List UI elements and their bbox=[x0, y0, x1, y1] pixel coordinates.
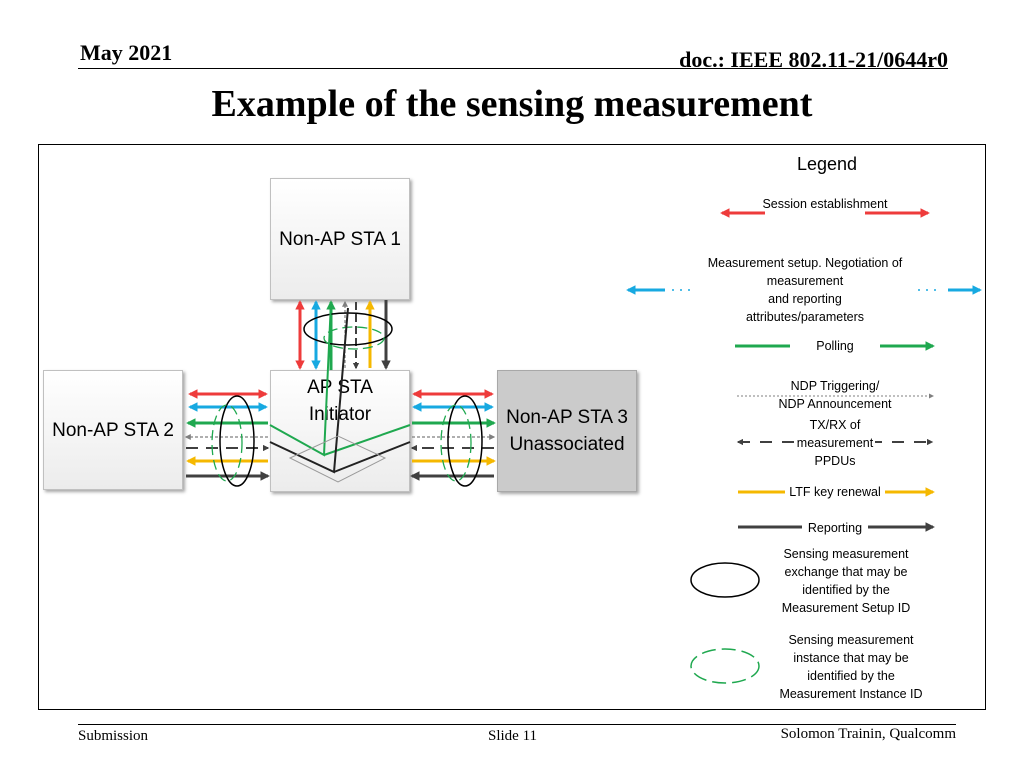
slide-title: Example of the sensing measurement bbox=[211, 83, 813, 125]
legend-ndp-label: NDP Triggering/NDP Announcement bbox=[778, 379, 892, 411]
footer-submission: Submission bbox=[78, 728, 149, 744]
node-non-ap-sta-2: Non-AP STA 2 bbox=[43, 370, 183, 490]
footer-slide-number: Slide 11 bbox=[488, 728, 538, 744]
node-non-ap-sta-2-label: Non-AP STA 2 bbox=[52, 419, 174, 441]
diagram-frame bbox=[38, 144, 986, 710]
instance-ellipse-sta3 bbox=[440, 404, 472, 482]
header-doc-id: doc.: IEEE 802.11-21/0644r0 bbox=[679, 47, 948, 72]
exchange-ellipse-sta3 bbox=[447, 395, 483, 487]
node-non-ap-sta-1-label: Non-AP STA 1 bbox=[279, 228, 401, 250]
legend-polling-label: Polling bbox=[790, 337, 880, 355]
legend-exchange-ellipse bbox=[690, 562, 760, 598]
header-date: May 2021 bbox=[80, 40, 173, 65]
legend-title: Legend bbox=[796, 154, 858, 174]
legend-ltf-label: LTF key renewal bbox=[785, 483, 885, 501]
instance-ellipse-sta1 bbox=[323, 326, 385, 350]
instance-ellipse-sta2 bbox=[211, 404, 243, 482]
header-divider bbox=[78, 68, 948, 69]
legend-reporting-label: Reporting bbox=[802, 519, 868, 537]
initiator-ndp-diamond bbox=[288, 435, 387, 483]
footer-author: Solomon Trainin, Qualcomm bbox=[780, 726, 956, 742]
node-non-ap-sta-1: Non-AP STA 1 bbox=[270, 178, 410, 300]
footer-divider bbox=[78, 724, 956, 725]
legend-session-label: Session establishment bbox=[762, 197, 888, 211]
exchange-ellipse-sta2 bbox=[219, 395, 255, 487]
initiator-reporting-lines bbox=[269, 307, 411, 474]
initiator-polling-lines bbox=[269, 301, 411, 457]
legend-instance-ellipse bbox=[690, 648, 760, 684]
